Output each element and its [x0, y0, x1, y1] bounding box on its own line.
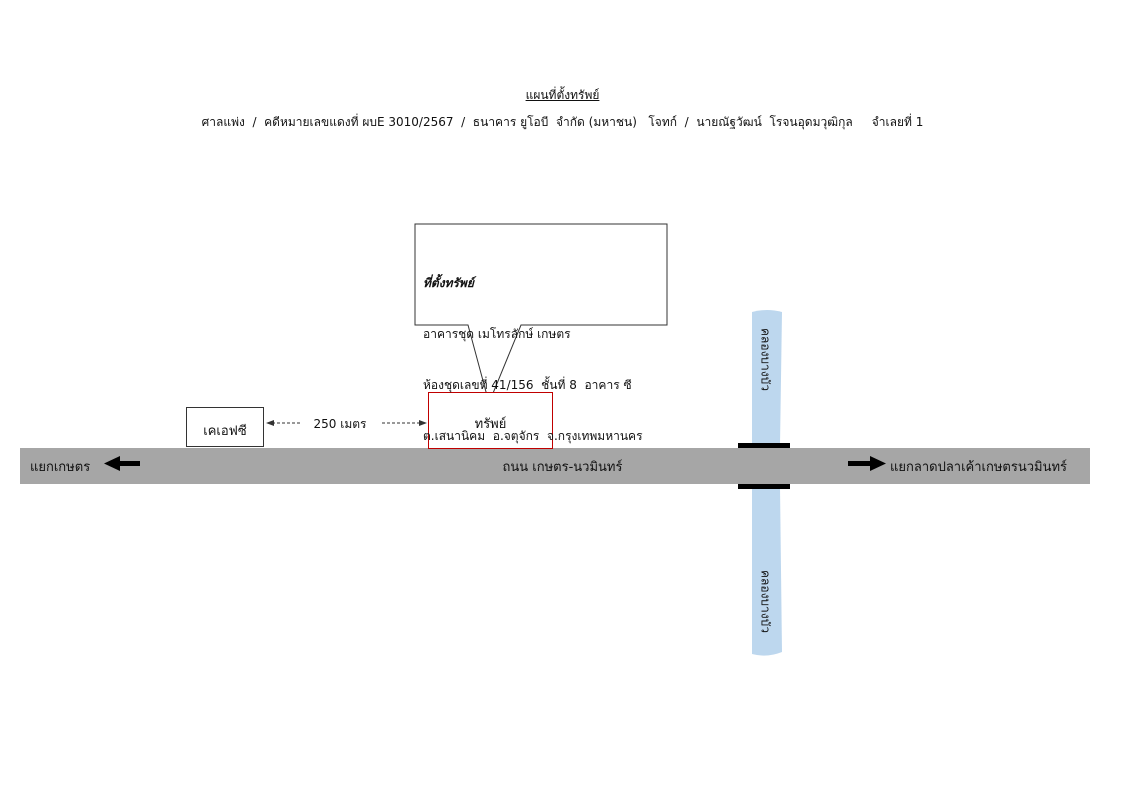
destination-right-label: แยกลาดปลาเค้าเกษตรนวมินทร์	[890, 460, 1068, 475]
distance-arrowhead-left-icon	[266, 420, 274, 426]
road-name-label: ถนน เกษตร-นวมินทร์	[502, 460, 623, 475]
callout-line-2: ห้องชุดเลขที่ 41/156 ชั้นที่ 8 อาคาร ซี	[423, 378, 632, 392]
distance-arrowhead-right-icon	[419, 420, 427, 426]
bridge-bar-bottom	[738, 484, 790, 489]
bridge-bar-top	[738, 443, 790, 448]
destination-left-label: แยกเกษตร	[30, 460, 91, 475]
distance-label: 250 เมตร	[300, 415, 380, 434]
property-label: ทรัพย์	[474, 417, 507, 432]
landmark-box	[186, 407, 264, 447]
distance-line	[266, 420, 427, 426]
canal-upper	[752, 310, 782, 445]
canal-bottom-label: คลองบางบัว	[758, 569, 773, 634]
callout-text: ที่ตั้งทรัพย์ อาคารชุด เมโทรลักษ์ เกษตร …	[423, 241, 668, 479]
arrow-right-icon	[848, 456, 886, 471]
callout-line-1: อาคารชุด เมโทรลักษ์ เกษตร	[423, 327, 571, 341]
landmark-label: เคเอฟซี	[203, 424, 247, 439]
case-info-line: ศาลแพ่ง / คดีหมายเลขแดงที่ ผบE 3010/2567…	[201, 115, 924, 129]
page-title: แผนที่ตั้งทรัพย์	[525, 88, 600, 102]
canal-lower	[752, 487, 782, 656]
road	[20, 448, 1090, 484]
property-box	[428, 392, 553, 449]
callout-box	[414, 223, 668, 405]
callout-line-3: ต.เสนานิคม อ.จตุจักร จ.กรุงเทพมหานคร	[423, 429, 643, 443]
canal-top-label: คลองบางบัว	[758, 327, 773, 392]
callout-heading: ที่ตั้งทรัพย์	[423, 276, 474, 290]
arrow-left-icon	[104, 456, 140, 471]
